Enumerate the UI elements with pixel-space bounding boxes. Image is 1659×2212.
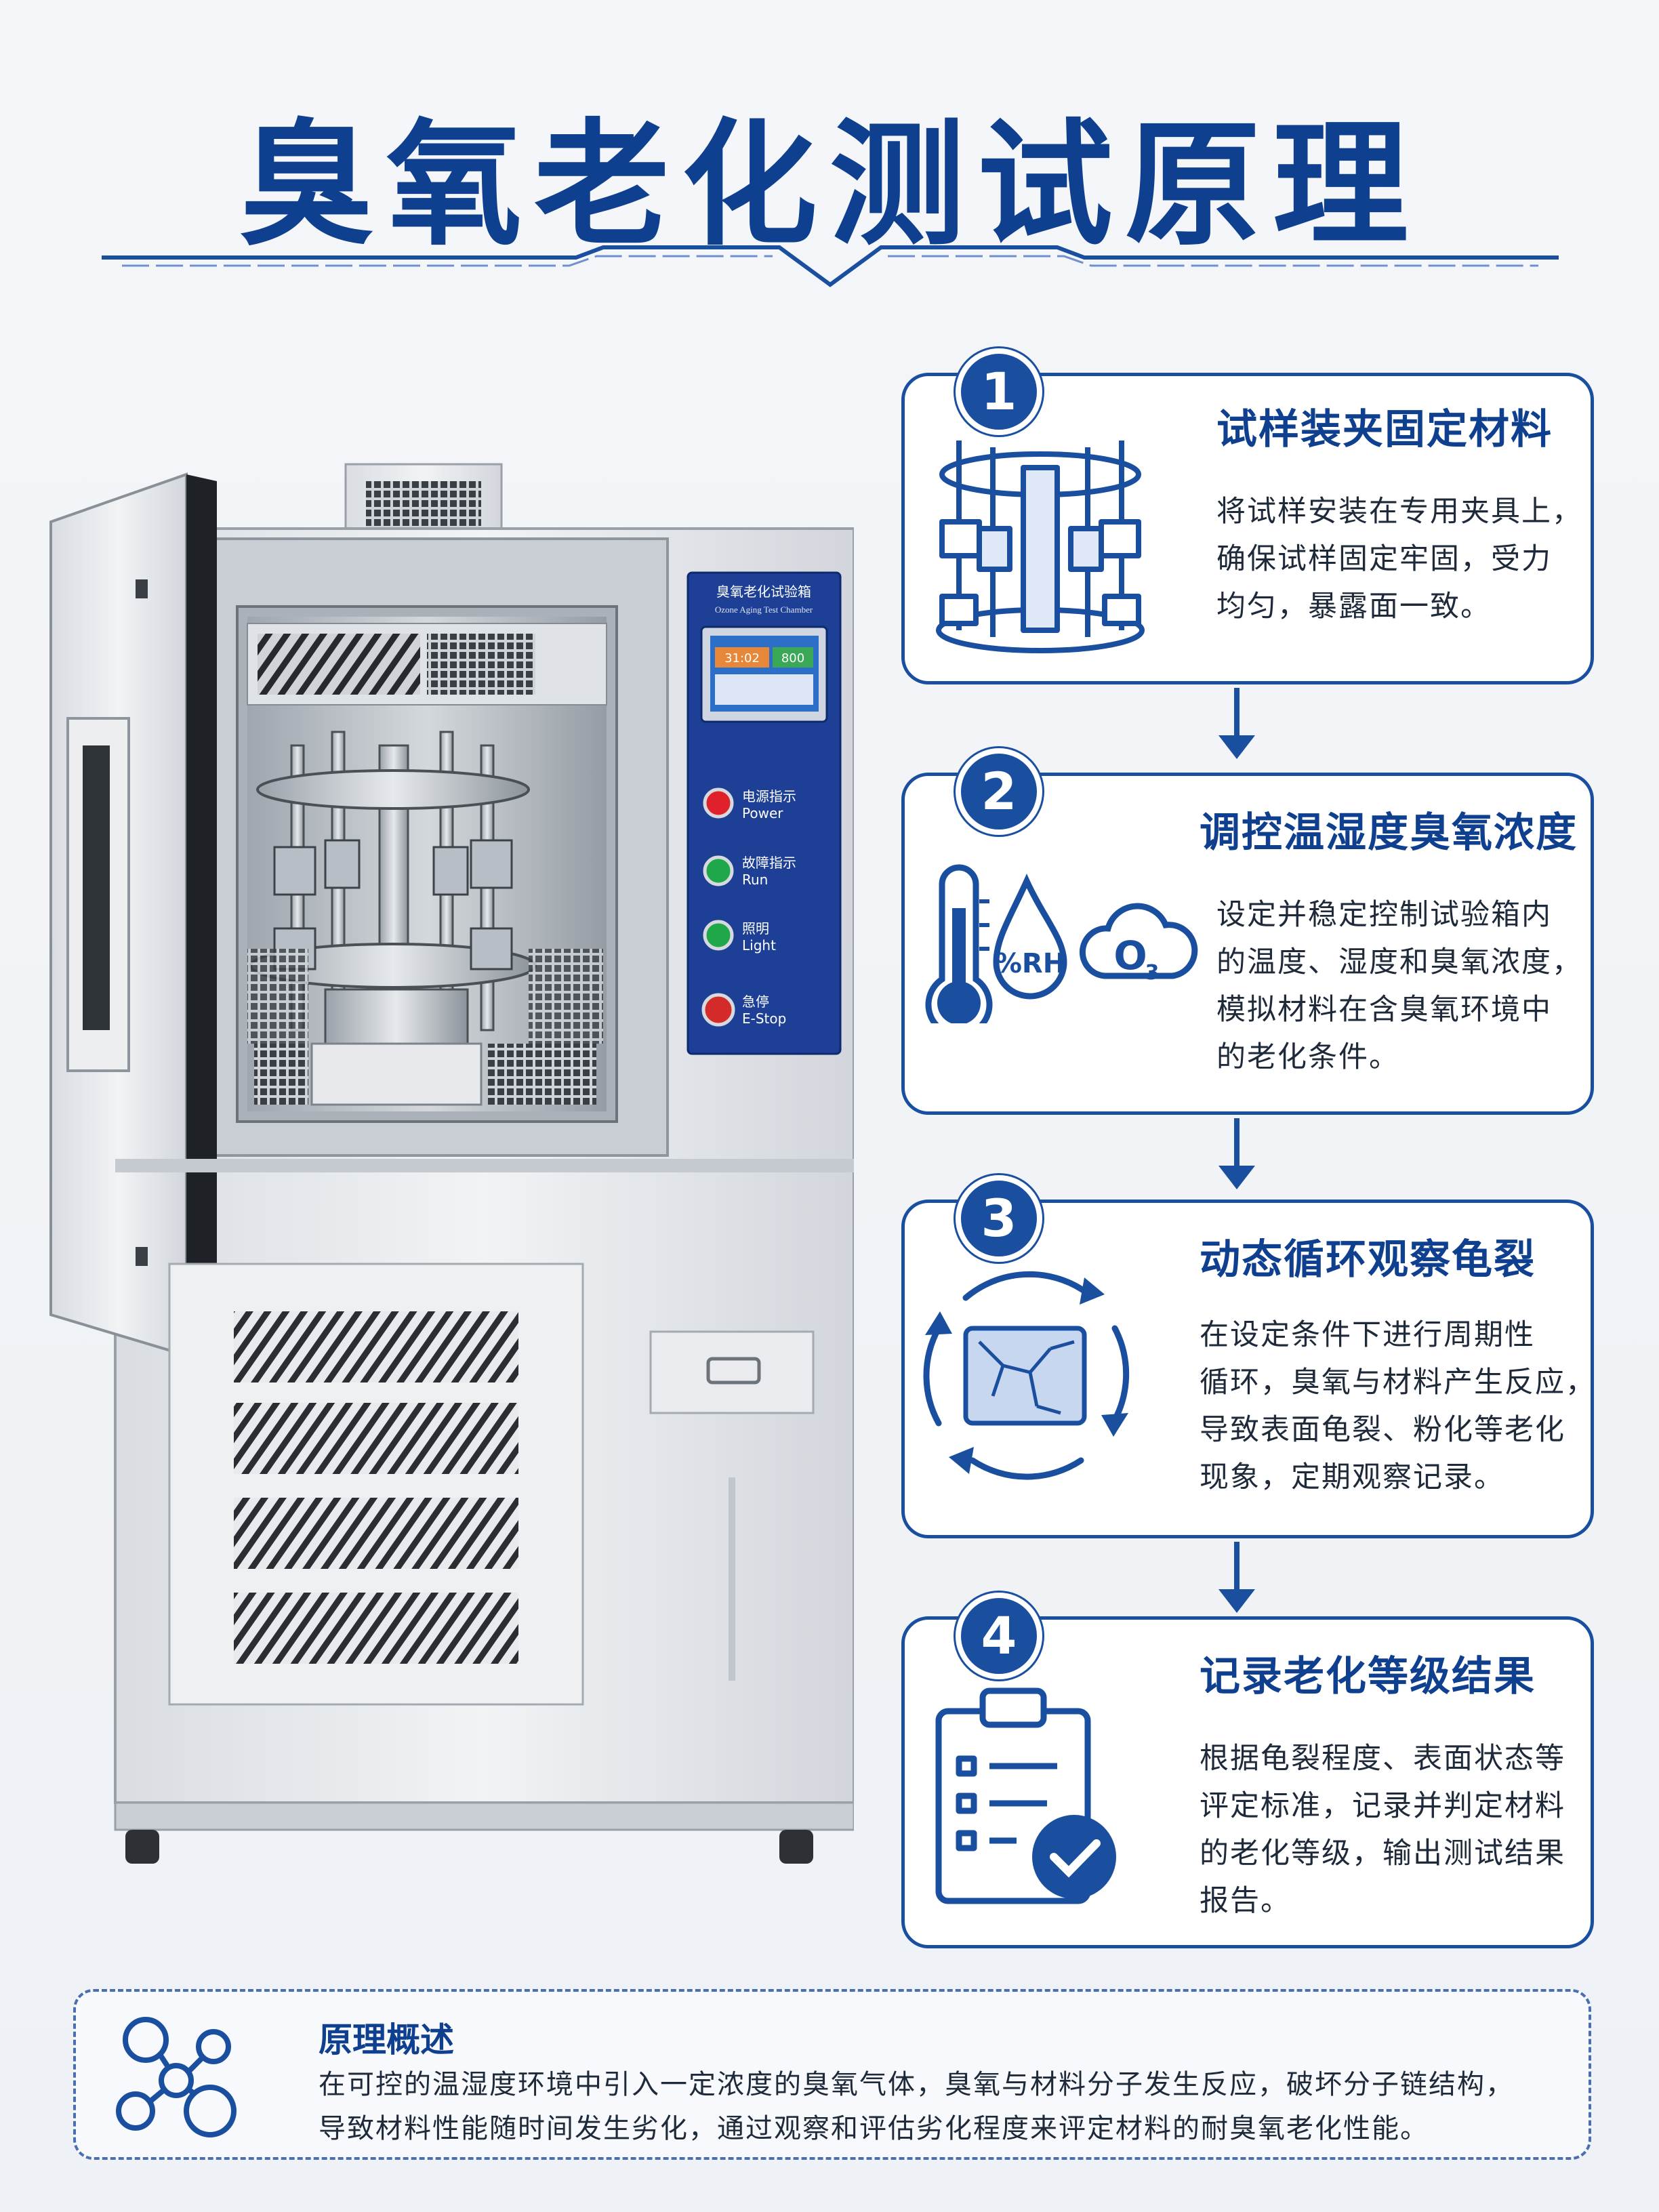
step-desc-2: 设定并稳定控制试验箱内的温度、湿度和臭氧浓度，模拟材料在含臭氧环境中的老化条件。 <box>1216 898 1582 1074</box>
step-number-2: 2 <box>956 748 1042 835</box>
title-divider <box>102 245 1559 287</box>
power-light-label: 电源指示 <box>742 788 796 804</box>
step-number-4: 4 <box>956 1593 1042 1679</box>
step-desc-3: 在设定条件下进行周期性循环，臭氧与材料产生反应，导致表面龟裂、粉化等老化现象，定… <box>1200 1318 1596 1494</box>
screen-readout-time: 31:02 <box>724 651 760 665</box>
estop-label: 急停 <box>742 994 769 1010</box>
light-label: 照明 <box>742 920 769 937</box>
ozone-chamber-illustration: 臭氧老化试验箱 Ozone Aging Test Chamber 31:02 8… <box>49 463 854 1864</box>
molecule-icon <box>116 2017 237 2137</box>
fault-light-label: 故障指示 <box>742 855 796 871</box>
summary-title: 原理概述 <box>319 2020 454 2060</box>
power-light-label-en: Power <box>742 805 783 821</box>
step-number-1: 1 <box>956 348 1042 435</box>
humidity-label: %RH <box>995 948 1065 979</box>
step-number-3: 3 <box>956 1175 1042 1262</box>
summary-line-1: 在可控的温湿度环境中引入一定浓度的臭氧气体，臭氧与材料分子发生反应，破坏分子链结… <box>319 2069 1514 2100</box>
panel-title-cn: 臭氧老化试验箱 <box>716 584 811 600</box>
ozone-label: O <box>1113 933 1147 979</box>
flow-arrow-1 <box>1218 688 1255 759</box>
step-desc-4: 根据龟裂程度、表面状态等评定标准，记录并判定材料的老化等级，输出测试结果报告。 <box>1200 1742 1565 1918</box>
light-label-en: Light <box>742 937 776 954</box>
panel-title-en: Ozone Aging Test Chamber <box>715 605 813 615</box>
step-title-4: 记录老化等级结果 <box>1200 1653 1536 1700</box>
flow-arrow-3 <box>1218 1542 1255 1613</box>
page-title: 臭氧老化测试原理 <box>238 106 1420 264</box>
step-title-2: 调控温湿度臭氧浓度 <box>1200 809 1578 857</box>
step-title-1: 试样装夹固定材料 <box>1216 406 1553 453</box>
ozone-subscript: 3 <box>1145 961 1160 985</box>
step-desc-1: 将试样安装在专用夹具上，确保试样固定牢固，受力均匀，暴露面一致。 <box>1216 495 1582 623</box>
step-title-3: 动态循环观察龟裂 <box>1200 1236 1536 1284</box>
summary-box <box>73 1989 1591 2160</box>
flow-arrow-2 <box>1218 1118 1255 1189</box>
thermometer-humidity-ozone-icon: %RH O 3 <box>925 864 1198 1023</box>
cycle-crack-icon <box>923 1271 1130 1480</box>
specimen-fixture-icon <box>936 441 1145 653</box>
fault-light-label-en: Run <box>742 872 768 888</box>
screen-readout-value: 800 <box>781 651 804 665</box>
clipboard-check-icon <box>935 1687 1116 1904</box>
estop-label-en: E-Stop <box>742 1010 786 1027</box>
indicator-lights <box>701 787 735 1027</box>
summary-line-2: 导致材料性能随时间发生劣化，通过观察和评估劣化程度来评定材料的耐臭氧老化性能。 <box>319 2113 1429 2144</box>
